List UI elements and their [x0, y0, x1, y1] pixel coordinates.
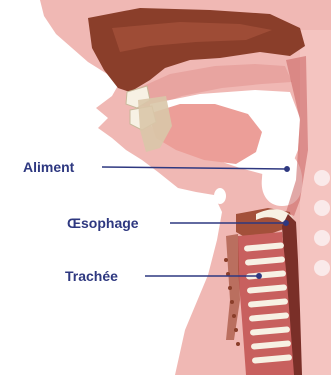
leader-trachee-dot — [257, 274, 261, 278]
leader-oesophage-dot — [284, 221, 288, 225]
vertebra-disc-1 — [314, 170, 330, 186]
label-trachee: Trachée — [65, 268, 118, 284]
vertebra-disc-3 — [314, 230, 330, 246]
label-aliment: Aliment — [23, 159, 75, 175]
hyoid-bone — [214, 188, 226, 204]
vertebra-disc-4 — [314, 260, 330, 276]
leader-aliment-dot — [285, 167, 289, 171]
label-oesophage: Œsophage — [67, 215, 139, 231]
vertebra-disc-2 — [314, 200, 330, 216]
